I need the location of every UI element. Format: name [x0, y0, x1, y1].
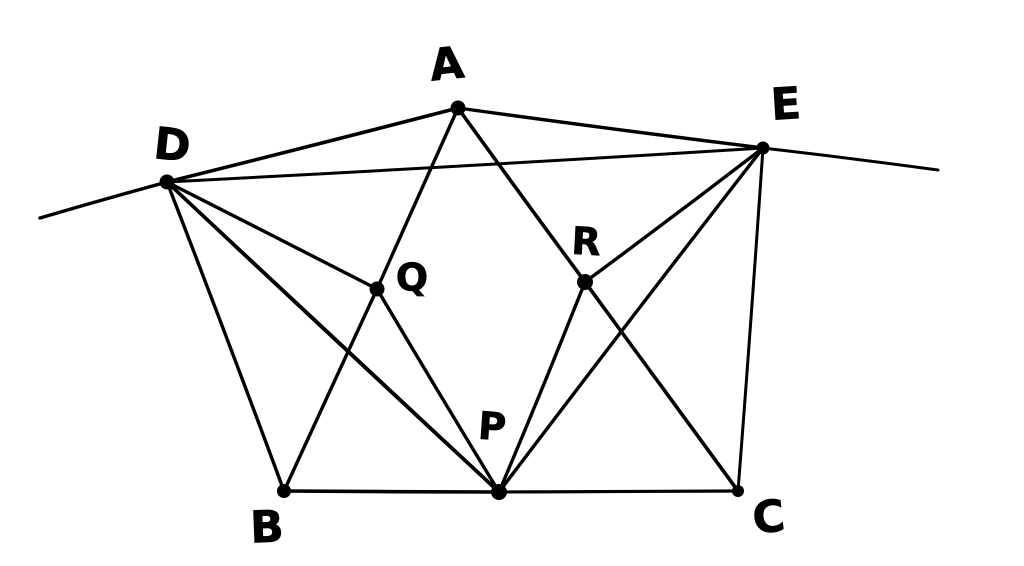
vertex-dot-e[interactable]: [756, 141, 770, 155]
segment-E-C: [736, 146, 765, 493]
secant-left-extension: [38, 180, 169, 220]
vertex-label-a: A: [427, 37, 466, 91]
vertex-label-r: R: [570, 219, 602, 264]
segment-D-to-Q: [165, 180, 379, 291]
segment-Q-B: [282, 287, 379, 493]
segment-D-B: [165, 180, 286, 493]
vertex-label-p: P: [477, 404, 508, 450]
vertex-dot-a[interactable]: [450, 100, 466, 116]
segment-A-Q: [375, 106, 460, 291]
segment-P-C: [497, 489, 740, 494]
segment-D-A: [165, 106, 460, 184]
segment-R-P: [497, 280, 587, 494]
segment-A-R: [456, 106, 587, 284]
segment-E-P: [497, 146, 765, 494]
segment-R-C: [583, 280, 740, 493]
segment-E-R: [583, 146, 765, 284]
vertex-label-b: B: [249, 501, 284, 553]
labels-layer: A B C D E P Q R: [151, 37, 803, 554]
vertex-dot-b[interactable]: [277, 484, 291, 498]
segment-B-P: [282, 489, 501, 494]
segment-Q-P: [375, 287, 501, 494]
vertex-label-d: D: [151, 118, 193, 173]
vertex-label-e: E: [769, 78, 802, 131]
vertex-label-q: Q: [396, 255, 429, 299]
segment-D-E: [165, 146, 765, 184]
vertex-dot-p[interactable]: [491, 484, 507, 500]
vertex-dot-c[interactable]: [732, 485, 744, 497]
segment-A-E: [456, 106, 765, 150]
vertex-dot-r[interactable]: [577, 274, 593, 290]
vertex-label-c: C: [750, 490, 787, 544]
vertices-layer: [159, 100, 770, 500]
vertex-dot-d[interactable]: [159, 174, 175, 190]
secant-right-extension: [761, 146, 940, 172]
vertex-dot-q[interactable]: [369, 281, 385, 297]
segment-D-Q-P: [165, 180, 501, 494]
edges-layer: [38, 106, 940, 494]
